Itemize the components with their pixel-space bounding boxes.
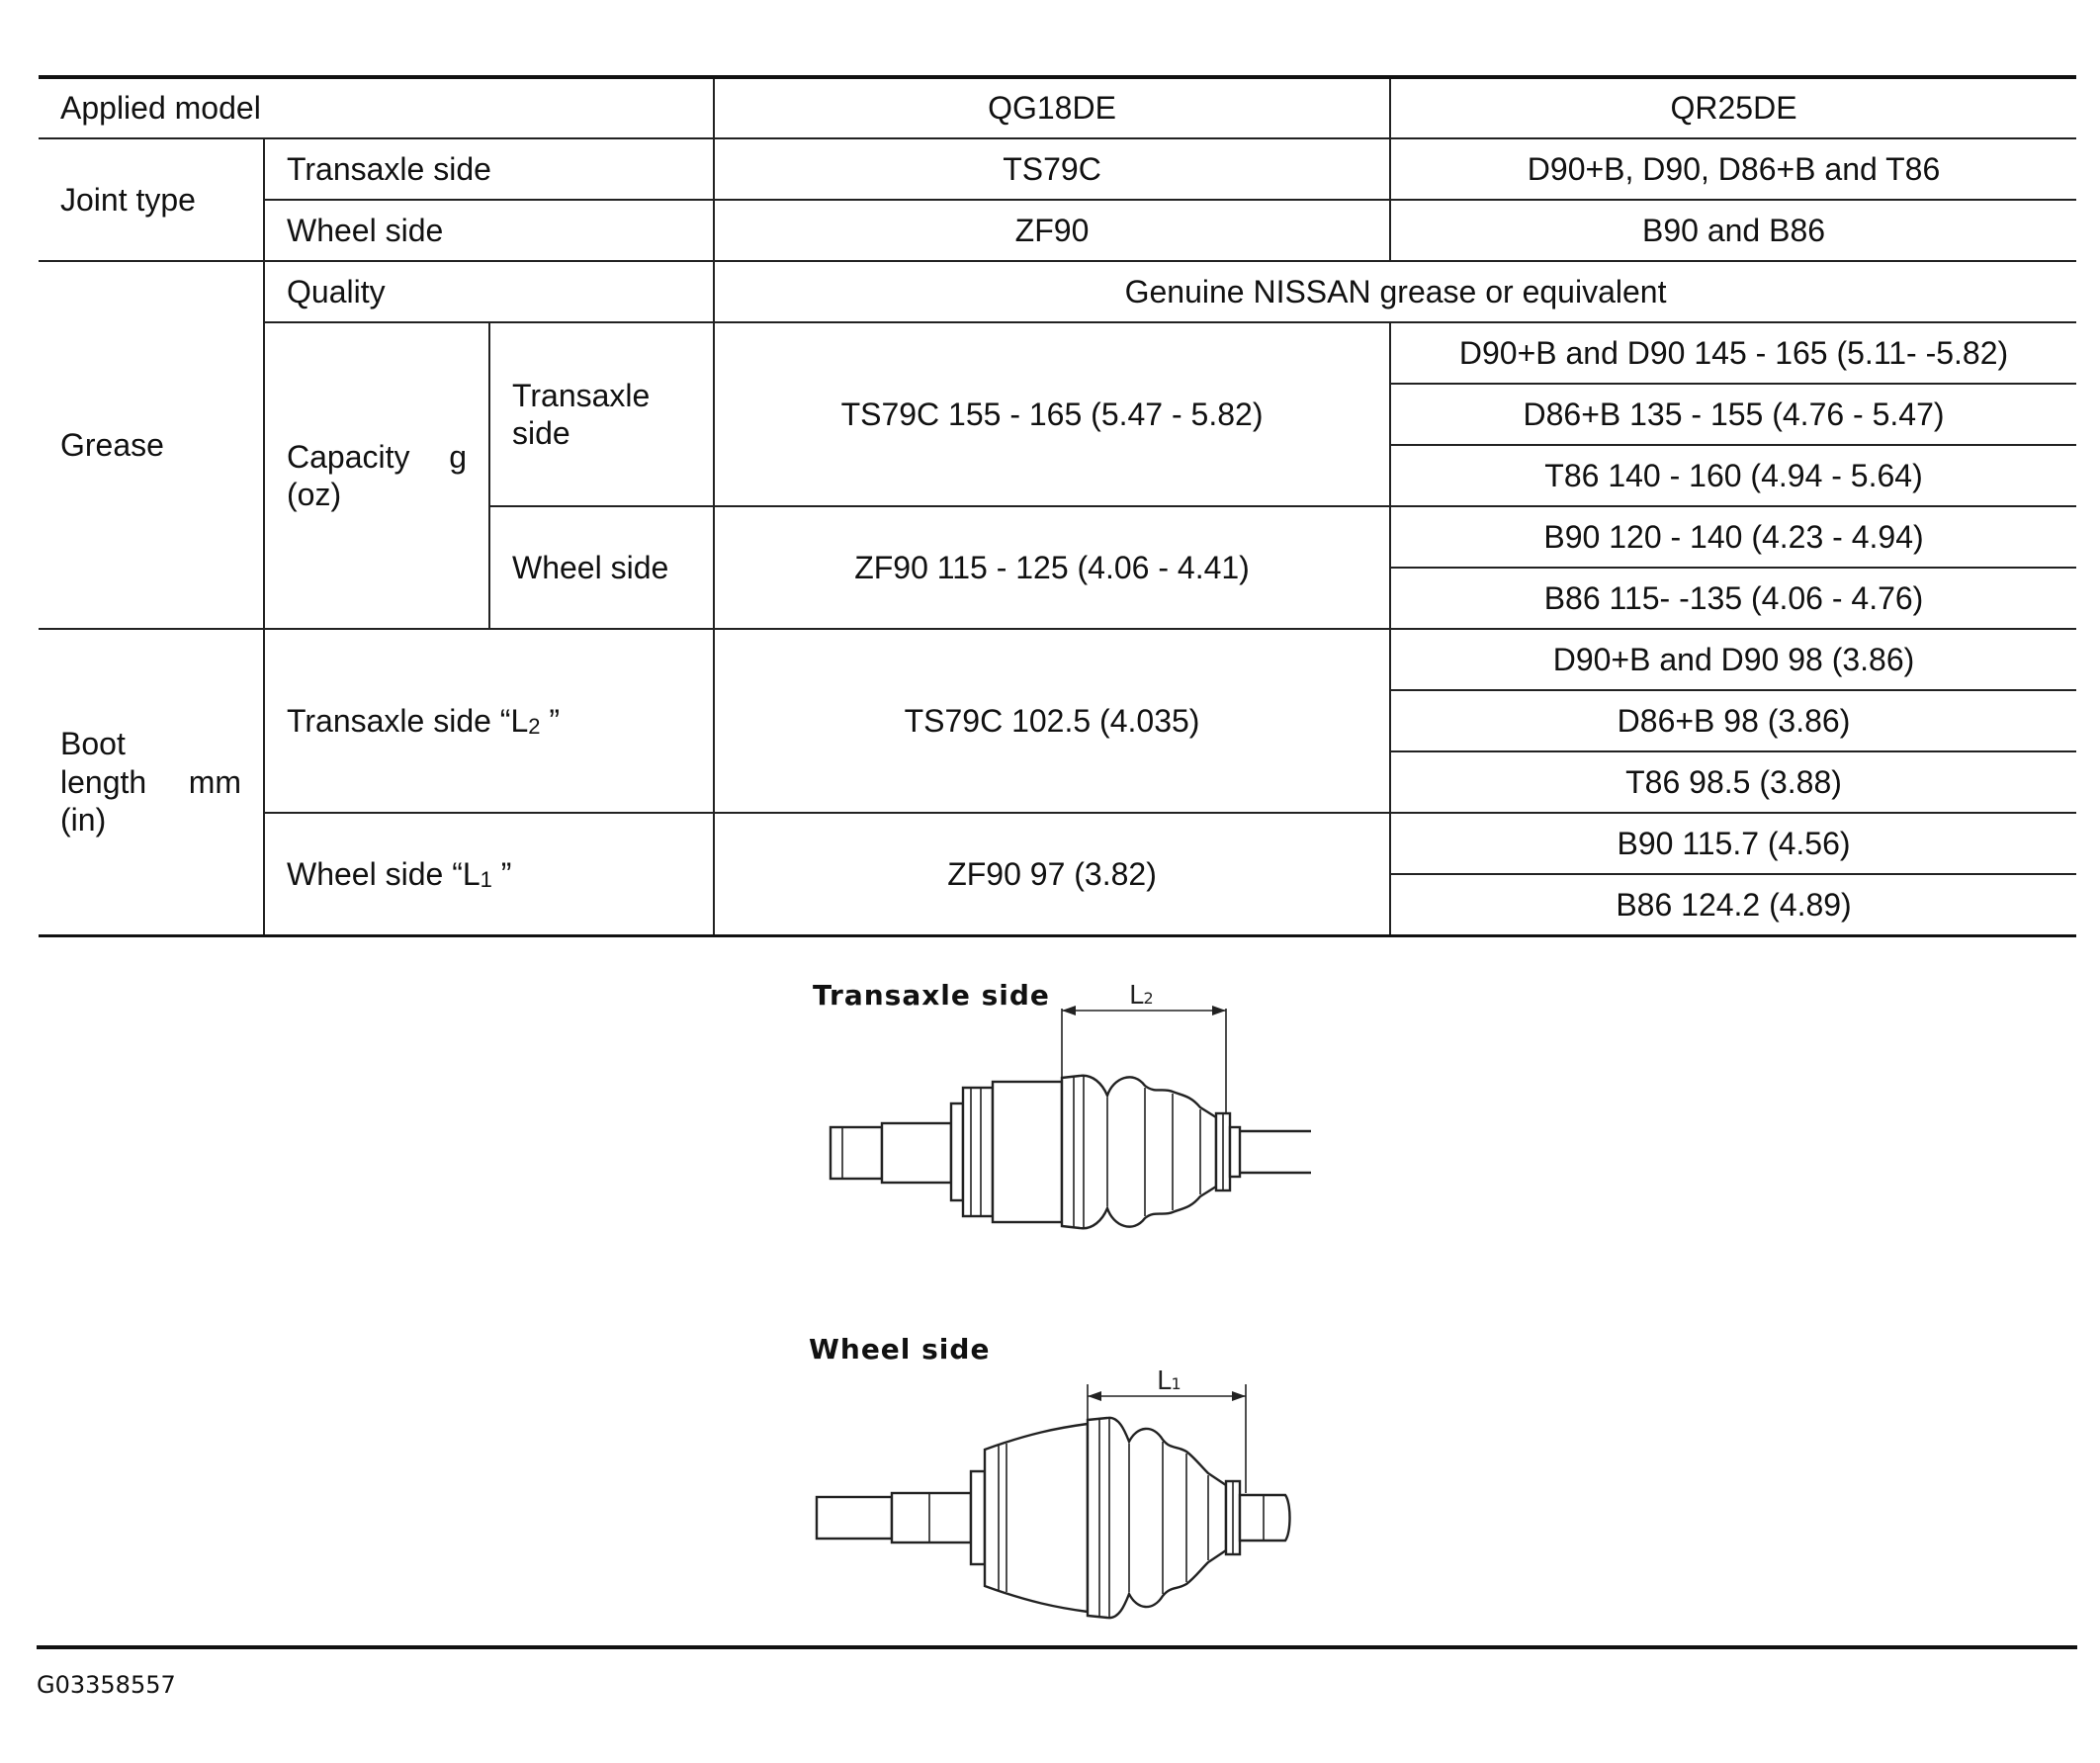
grease-capacity-row-2: D86+B 135 - 155 (4.76 - 5.47) xyxy=(39,383,2077,446)
boot-transaxle-qr25de-1: D90+B and D90 98 (3.86) xyxy=(1389,628,2077,691)
boot-length-label: Boot length mm (in) xyxy=(39,628,265,937)
joint-transaxle-label: Transaxle side xyxy=(262,137,716,201)
grease-transaxle-qr25de-2: D86+B 135 - 155 (4.76 - 5.47) xyxy=(1390,383,2077,446)
bottom-divider xyxy=(37,1645,2077,1649)
boot-unit-mm: mm xyxy=(188,763,241,800)
joint-wheel-qr25de: B90 and B86 xyxy=(1389,199,2077,262)
grease-transaxle-label: Transaxle side xyxy=(487,321,716,507)
wheel-figure-label: Wheel side xyxy=(809,1333,991,1366)
boot-wheel-qg18de: ZF90 97 (3.82) xyxy=(713,812,1392,937)
joint-type-transaxle-row: Joint type Transaxle side TS79C D90+B, D… xyxy=(39,137,2077,262)
model-qg18de: QG18DE xyxy=(713,75,1392,139)
boot-length-row-5: B86 124.2 (4.89) xyxy=(39,873,2077,937)
capacity-unit-g: g xyxy=(449,438,467,475)
joint-wheel-qg18de: ZF90 xyxy=(713,199,1392,262)
transaxle-figure-label: Transaxle side xyxy=(813,979,1050,1012)
grease-wheel-qr25de-2: B86 115- -135 (4.06 - 4.76) xyxy=(1390,567,2077,630)
grease-wheel-qg18de: ZF90 115 - 125 (4.06 - 4.41) xyxy=(713,505,1392,630)
boot-transaxle-qg18de: TS79C 102.5 (4.035) xyxy=(713,628,1392,814)
boot-wheel-qr25de-2: B86 124.2 (4.89) xyxy=(1390,873,2077,937)
joint-wheel-label: Wheel side xyxy=(264,199,716,262)
grease-quality-row: Grease Quality Genuine NISSAN grease or … xyxy=(39,260,2077,630)
grease-transaxle-qr25de-3: T86 140 - 160 (4.94 - 5.64) xyxy=(1390,444,2077,507)
svg-text:L2: L2 xyxy=(1129,981,1154,1011)
grease-wheel-label: Wheel side xyxy=(489,505,716,630)
grease-capacity-label: Capacity g (oz) xyxy=(264,321,490,630)
boot-transaxle-qr25de-2: D86+B 98 (3.86) xyxy=(1390,689,2077,752)
applied-model-label: Applied model xyxy=(39,75,716,139)
document-code: G03358557 xyxy=(37,1671,176,1699)
boot-word: Boot xyxy=(60,726,126,762)
grease-transaxle-qg18de: TS79C 155 - 165 (5.47 - 5.82) xyxy=(713,321,1392,507)
grease-capacity-row-4: Wheel side ZF90 115 - 125 (4.06 - 4.41) … xyxy=(39,505,2077,630)
joint-type-label: Joint type xyxy=(39,137,265,262)
boot-wheel-label: Wheel side “L1 ” xyxy=(264,812,716,937)
boot-transaxle-qr25de-3: T86 98.5 (3.88) xyxy=(1390,750,2077,814)
capacity-word: Capacity xyxy=(287,438,410,475)
boot-transaxle-label: Transaxle side “L2 ” xyxy=(262,628,716,814)
boot-length-row-4: Wheel side “L1 ” ZF90 97 (3.82) B90 115.… xyxy=(39,812,2077,937)
svg-text:L1: L1 xyxy=(1157,1366,1181,1396)
length-word: length xyxy=(60,763,147,800)
joint-transaxle-qr25de: D90+B, D90, D86+B and T86 xyxy=(1389,137,2077,201)
grease-capacity-row-1: Capacity g (oz) Transaxle side TS79C 155 … xyxy=(39,321,2077,630)
transaxle-side-boot-diagram: L2 xyxy=(829,981,1311,1230)
grease-capacity-row-3: T86 140 - 160 (4.94 - 5.64) xyxy=(39,444,2077,507)
capacity-unit-oz: (oz) xyxy=(287,477,342,512)
grease-quality-value: Genuine NISSAN grease or equivalent xyxy=(713,260,2077,323)
boot-unit-in: (in) xyxy=(60,801,107,837)
grease-transaxle-qr25de-1: D90+B and D90 145 - 165 (5.11- -5.82) xyxy=(1389,321,2077,385)
boot-length-row-3: T86 98.5 (3.88) xyxy=(39,750,2077,814)
specification-table: Applied model QG18DE QR25DE Joint type T… xyxy=(39,75,2077,937)
grease-quality-label: Quality xyxy=(262,260,716,323)
joint-type-wheel-row: Wheel side ZF90 B90 and B86 xyxy=(39,199,2077,262)
wheel-side-boot-diagram: L1 xyxy=(815,1366,1291,1620)
model-qr25de: QR25DE xyxy=(1389,75,2077,139)
grease-label: Grease xyxy=(39,260,265,630)
joint-transaxle-qg18de: TS79C xyxy=(713,137,1392,201)
header-row: Applied model QG18DE QR25DE xyxy=(39,75,2077,139)
boot-length-row-2: D86+B 98 (3.86) xyxy=(39,689,2077,752)
boot-wheel-qr25de-1: B90 115.7 (4.56) xyxy=(1389,812,2077,875)
grease-capacity-row-5: B86 115- -135 (4.06 - 4.76) xyxy=(39,567,2077,630)
grease-wheel-qr25de-1: B90 120 - 140 (4.23 - 4.94) xyxy=(1389,505,2077,569)
